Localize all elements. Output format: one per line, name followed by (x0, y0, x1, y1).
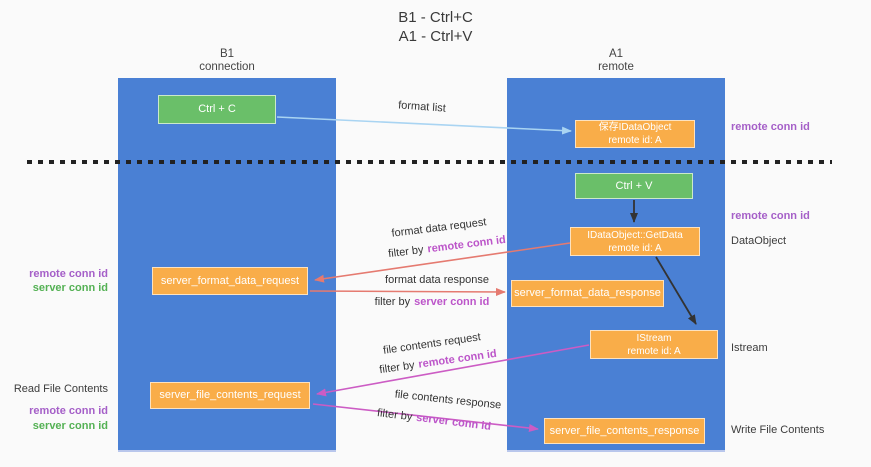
server-conn-id-key: server conn id (414, 296, 490, 308)
remote-conn-id-annotation-left-1: remote conn id (29, 268, 108, 280)
save-idataobject-line1: 保存IDataObject (598, 122, 672, 133)
server-file-contents-response-label: server_file_contents_response (549, 424, 700, 437)
lane-header-b1: B1 connection (118, 48, 336, 74)
read-file-contents-annotation: Read File Contents (13, 383, 108, 395)
session-divider-line (27, 160, 832, 164)
format-data-response-label: format data response (385, 274, 489, 286)
lane-a1-name: A1 (608, 48, 624, 60)
remote-conn-id-annotation-left-2: remote conn id (29, 405, 108, 417)
write-file-contents-annotation: Write File Contents (731, 424, 825, 436)
ctrl-v-node: Ctrl + V (575, 173, 693, 199)
server-file-contents-request-node: server_file_contents_request (150, 382, 310, 409)
lane-header-a1: A1 remote (507, 48, 725, 74)
format-data-response-arrow (309, 287, 506, 296)
diagram-title: B1 - Ctrl+C A1 - Ctrl+V (0, 8, 871, 46)
server-format-data-request-label: server_format_data_request (160, 274, 300, 287)
server-conn-id-annotation-left-1: server conn id (32, 282, 108, 294)
idataobject-getdata-node: IDataObject::GetData remote id: A (570, 227, 700, 256)
format-list-arrow (276, 116, 572, 135)
server-file-contents-request-label: server_file_contents_request (159, 389, 301, 401)
remote-conn-id-annotation-mid: remote conn id (731, 210, 810, 222)
remote-conn-id-annotation-top: remote conn id (731, 121, 810, 133)
lane-b1-role: connection (199, 61, 255, 73)
server-format-data-response-label: server_format_data_response (514, 287, 661, 299)
getdata-line2: remote id: A (608, 242, 662, 254)
istream-node: IStream remote id: A (590, 330, 718, 359)
save-idataobject-line2: remote id: A (608, 135, 662, 146)
title-line-b1: B1 - Ctrl+C (398, 9, 473, 26)
server-format-data-response-node: server_format_data_response (511, 280, 664, 307)
istream-annotation: Istream (731, 342, 768, 354)
format-data-request-arrow (314, 242, 571, 283)
file-contents-request-arrow (316, 344, 590, 397)
save-idataobject-node: 保存IDataObject remote id: A (575, 120, 695, 148)
getdata-to-istream-arrow (655, 256, 697, 325)
server-format-data-request-node: server_format_data_request (152, 267, 308, 295)
dataobject-annotation: DataObject (731, 235, 787, 247)
ctrl-v-label: Ctrl + V (615, 179, 653, 192)
lane-b1-name: B1 (219, 48, 235, 60)
istream-line2: remote id: A (627, 345, 681, 357)
filter-by-text: filter by (374, 296, 411, 308)
server-conn-id-annotation-left-2: server conn id (32, 420, 108, 432)
ctrl-c-node: Ctrl + C (158, 95, 276, 124)
getdata-line1: IDataObject::GetData (587, 229, 683, 241)
title-line-a1: A1 - Ctrl+V (398, 28, 473, 45)
istream-line1: IStream (636, 332, 672, 344)
ctrl-c-label: Ctrl + C (198, 103, 236, 115)
file-contents-response-arrow (312, 403, 539, 432)
server-file-contents-response-node: server_file_contents_response (544, 418, 705, 444)
lane-a1-role: remote (598, 61, 634, 73)
